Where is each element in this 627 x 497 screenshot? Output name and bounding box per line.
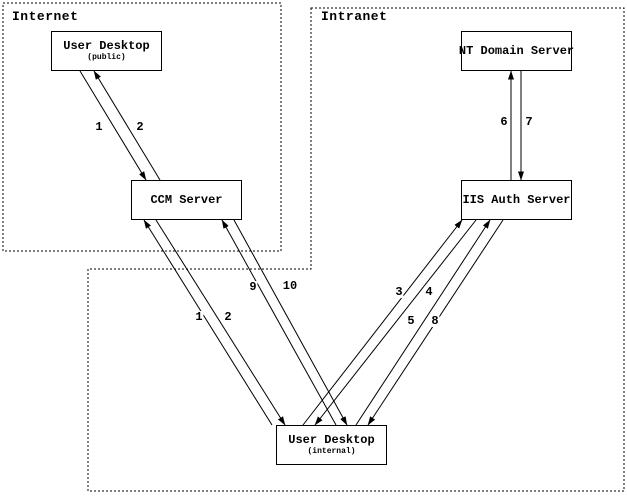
arrow-step9-internal-desktop-to-ccm [221, 219, 337, 426]
internet-zone-outline [2, 2, 282, 252]
node-subtitle: (public) [87, 53, 126, 62]
node-title: NT Domain Server [458, 43, 575, 58]
step-label-1-internal: 1 [194, 310, 204, 324]
arrow-step2-ccm-to-internal-desktop [155, 219, 286, 426]
node-user-desktop-internal: User Desktop (internal) [276, 425, 387, 465]
arrow-step4-iis-to-internal-desktop [314, 219, 477, 426]
step-label-2-public: 2 [135, 120, 145, 134]
node-nt-domain-server: NT Domain Server [458, 31, 575, 71]
step-label-7: 7 [524, 115, 534, 129]
arrow-step5-internal-desktop-to-iis [355, 219, 491, 426]
node-iis-auth-server: IIS Auth Server [461, 180, 572, 220]
step-label-5: 5 [406, 314, 416, 328]
arrow-step1-internal-desktop-to-ccm [143, 219, 273, 426]
zone-label-internet: Internet [12, 9, 79, 24]
arrow-step10-ccm-to-internal-desktop [233, 219, 348, 426]
step-label-4: 4 [424, 285, 434, 299]
node-ccm-server: CCM Server [131, 180, 242, 220]
step-label-6: 6 [499, 115, 509, 129]
arrow-step1-public-desktop-to-ccm [79, 70, 147, 181]
node-title: User Desktop [288, 433, 375, 447]
step-label-1-public: 1 [94, 120, 104, 134]
step-label-9: 9 [248, 280, 258, 294]
step-label-2-internal: 2 [223, 310, 233, 324]
node-title: User Desktop [63, 39, 150, 53]
step-label-3: 3 [394, 285, 404, 299]
arrow-step3-internal-desktop-to-iis [302, 219, 463, 426]
step-label-10: 10 [281, 279, 299, 293]
arrow-step2-ccm-to-public-desktop [93, 70, 161, 181]
zone-label-intranet: Intranet [321, 9, 388, 24]
node-subtitle: (internal) [307, 447, 356, 456]
intranet-zone-outline [87, 7, 625, 492]
step-label-8: 8 [430, 314, 440, 328]
node-title: CCM Server [150, 192, 223, 207]
node-title: IIS Auth Server [462, 192, 571, 207]
node-user-desktop-public: User Desktop (public) [51, 31, 162, 71]
